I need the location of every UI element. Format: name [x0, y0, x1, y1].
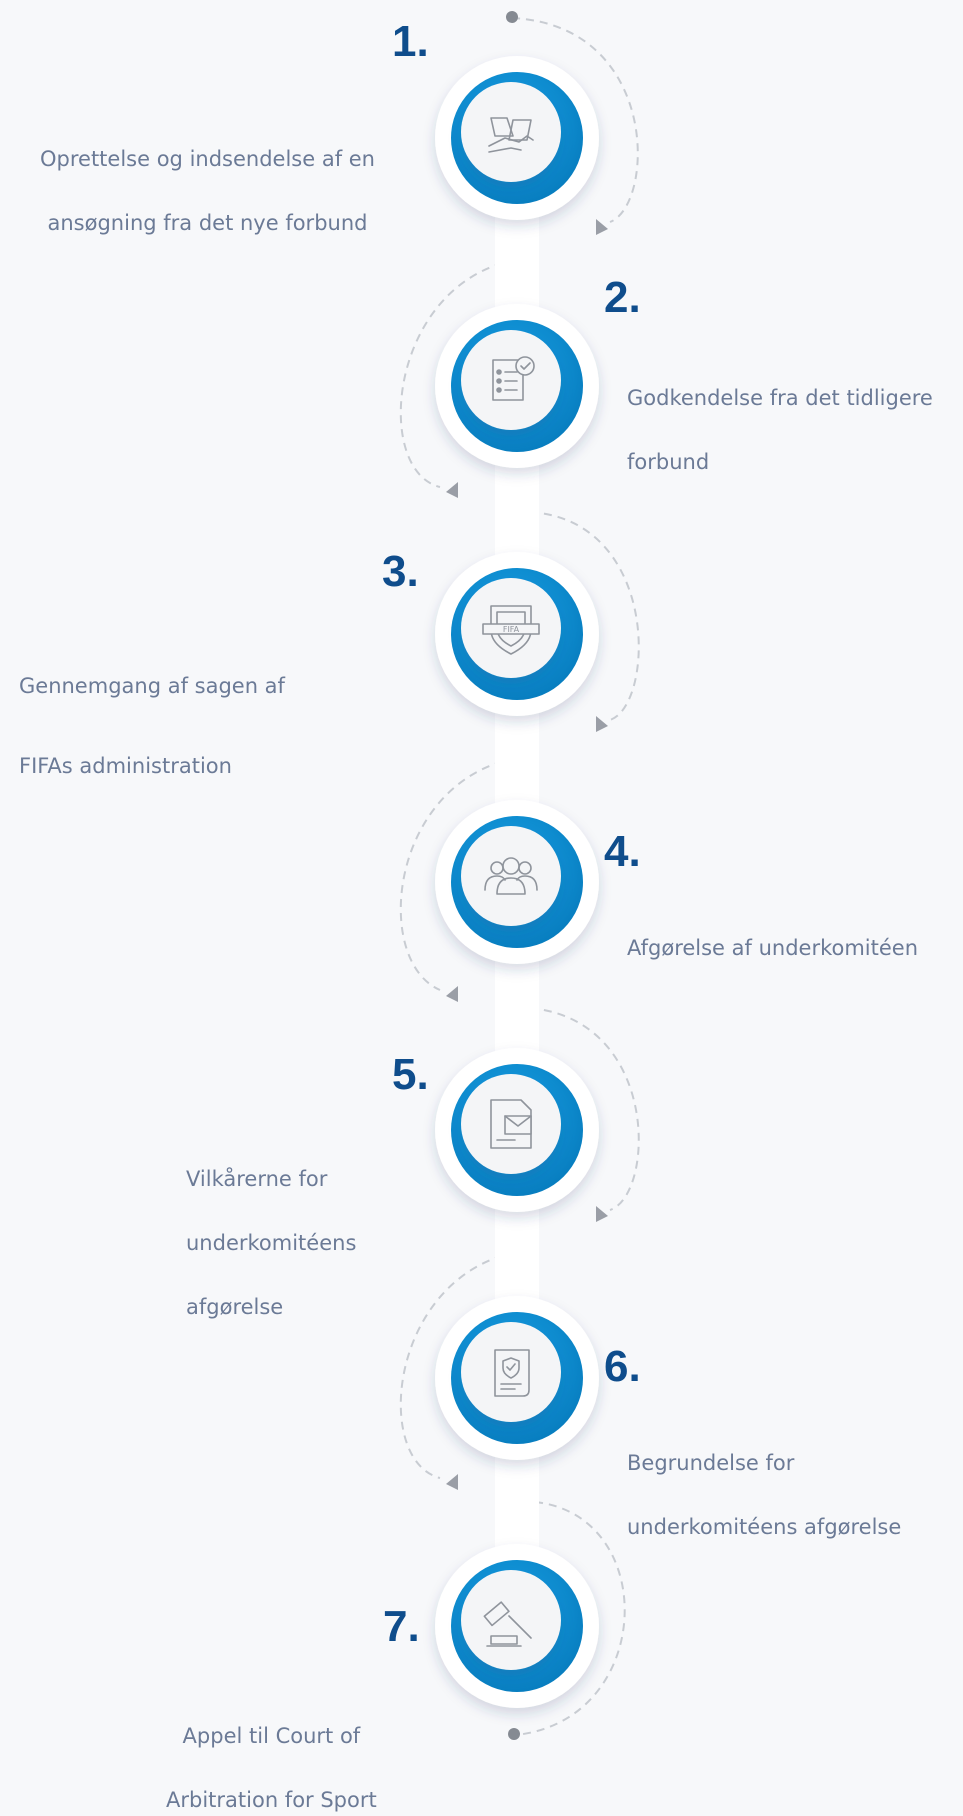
arrowhead-2 [446, 482, 458, 498]
step-2-label-line-1: Godkendelse fra det tidligere [627, 386, 933, 410]
process-diagram: FIFA 1. 2. 3. 4. 5. 6. 7. Oprettelse og … [0, 11, 933, 1812]
step-1-label-line-2: ansøgning fra det nye forbund [47, 211, 368, 235]
connector-line-5 [529, 1007, 640, 1211]
connector-line-6 [399, 1249, 531, 1479]
step-3-number: 3. [382, 547, 419, 596]
handshake-documents-icon [488, 117, 534, 153]
step-5-label-line-2: underkomitéens [186, 1231, 357, 1255]
step-7-label: Appel til Court of Arbitration for Sport [166, 1688, 377, 1816]
arrowhead-5 [596, 1206, 608, 1222]
step-5-number: 5. [392, 1050, 429, 1099]
step-6-disc [461, 1322, 561, 1422]
step-3-label-line-2: FIFAs administration [19, 754, 232, 778]
step-7-disc [461, 1570, 561, 1670]
step-7-node [435, 1544, 599, 1708]
step-6-label-line-1: Begrundelse for [627, 1451, 795, 1475]
step-7-label-line-1: Appel til Court of [182, 1724, 361, 1748]
step-6-label-line-2: underkomitéens afgørelse [627, 1515, 902, 1539]
step-3-label-line-1: Gennemgang af sagen af [19, 674, 285, 698]
connector-line-1 [511, 17, 639, 223]
arrowhead-6 [446, 1474, 458, 1490]
arrowhead-4 [446, 986, 458, 1002]
step-3-label: Gennemgang af sagen af FIFAs administrat… [19, 626, 285, 786]
arrowhead-3 [596, 716, 608, 732]
step-1-label: Oprettelse og indsendelse af en ansøgnin… [0, 111, 415, 239]
step-6-number: 6. [604, 1342, 641, 1391]
step-1-node [435, 56, 599, 220]
step-2-label-line-2: forbund [627, 450, 710, 474]
fifa-shield-icon: FIFA [482, 605, 540, 655]
gavel-icon [483, 1601, 532, 1647]
step-4-label: Afgørelse af underkomitéen [627, 900, 918, 964]
step-4-label-line-1: Afgørelse af underkomitéen [627, 936, 919, 960]
step-2-number: 2. [604, 273, 641, 322]
certified-scroll-icon [494, 1349, 530, 1397]
step-5-label-line-3: afgørelse [186, 1295, 284, 1319]
connector-line-3 [529, 511, 640, 721]
connector-line-4 [399, 755, 531, 991]
step-2-label: Godkendelse fra det tidligere forbund [627, 350, 933, 478]
connector-line-2 [399, 257, 531, 488]
mail-document-icon [490, 1099, 532, 1149]
start-dot [506, 11, 518, 23]
step-4-disc [461, 826, 561, 926]
step-6-label: Begrundelse for underkomitéens afgørelse [627, 1415, 901, 1543]
step-1-number: 1. [392, 17, 429, 66]
step-2-disc [461, 330, 561, 430]
step-6-node [435, 1296, 599, 1460]
process-flow-graphic: FIFA [399, 11, 640, 1740]
end-dot [508, 1728, 520, 1740]
step-2-node [435, 304, 599, 468]
step-5-label: Vilkårerne for underkomitéens afgørelse [186, 1131, 356, 1323]
step-5-label-line-1: Vilkårerne for [186, 1167, 328, 1191]
step-4-node [435, 800, 599, 964]
step-7-label-line-2: Arbitration for Sport [166, 1788, 377, 1812]
step-1-label-line-1: Oprettelse og indsendelse af en [40, 147, 375, 171]
committee-people-icon [484, 857, 538, 895]
step-3-node: FIFA [435, 552, 599, 716]
arrowhead-1 [596, 219, 608, 235]
step-7-number: 7. [383, 1602, 420, 1651]
connector-line-7 [515, 1501, 626, 1736]
step-4-number: 4. [604, 827, 641, 876]
approved-document-icon [492, 356, 535, 401]
step-5-node [435, 1048, 599, 1212]
svg-text:FIFA: FIFA [503, 625, 520, 634]
